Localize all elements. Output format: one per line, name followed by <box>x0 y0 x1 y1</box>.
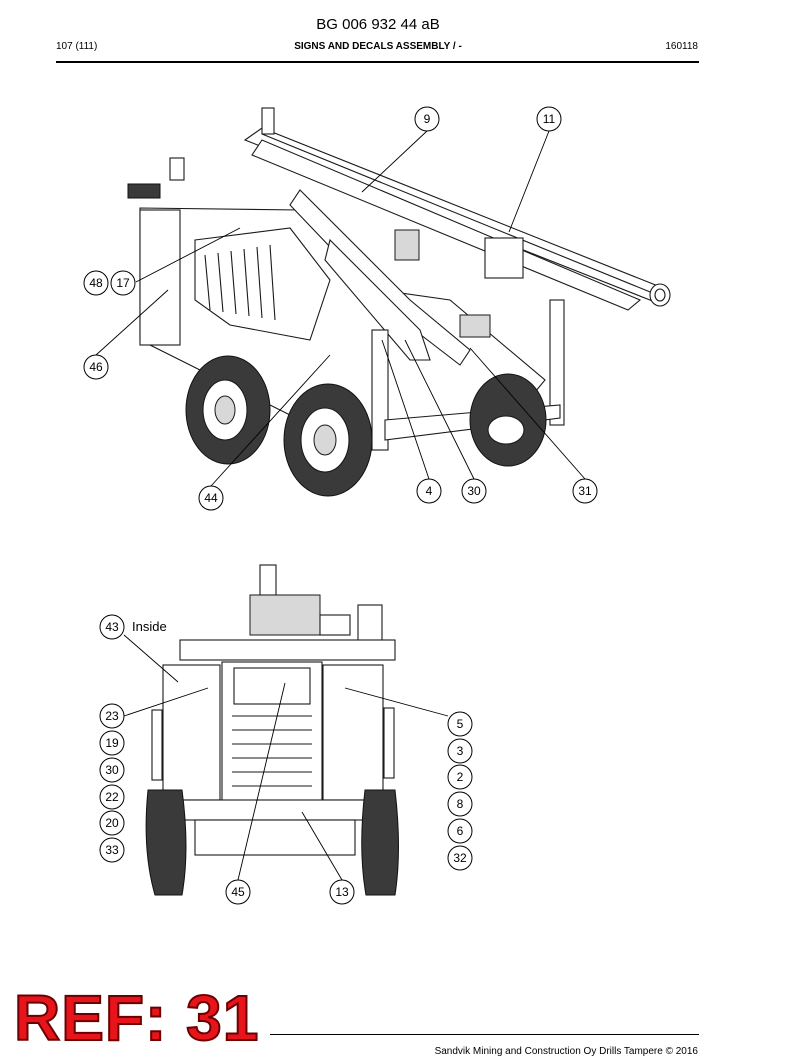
top-leaders <box>95 130 586 487</box>
bottom-callouts: 43 23 19 30 22 20 33 45 13 5 3 2 8 6 32 <box>99 614 473 905</box>
rear-right-wheel <box>361 789 399 896</box>
callout-8: 8 <box>447 791 473 817</box>
front-left-wheel <box>185 355 271 465</box>
callout-3: 3 <box>447 738 473 764</box>
callout-4: 4 <box>416 478 442 504</box>
footer-rule <box>270 1034 699 1035</box>
callout-45: 45 <box>225 879 251 905</box>
svg-text:46: 46 <box>89 360 103 374</box>
page-number: 107 (111) <box>56 41 98 52</box>
svg-text:9: 9 <box>424 112 431 126</box>
svg-text:4: 4 <box>426 484 433 498</box>
callout-23: 23 <box>99 703 125 729</box>
drill-rig-rear-drawing: 43 23 19 30 22 20 33 45 13 5 3 2 8 6 32 … <box>99 564 473 905</box>
top-callouts: 9 11 48 17 46 44 4 30 31 <box>83 106 598 511</box>
svg-text:2: 2 <box>457 770 464 784</box>
callout-20: 20 <box>99 810 125 836</box>
svg-text:17: 17 <box>116 276 130 290</box>
svg-text:22: 22 <box>105 790 119 804</box>
svg-text:23: 23 <box>105 709 119 723</box>
callout-5: 5 <box>447 711 473 737</box>
rear-left-wheel <box>145 789 187 896</box>
svg-text:19: 19 <box>105 736 119 750</box>
svg-text:43: 43 <box>105 620 119 634</box>
svg-text:44: 44 <box>204 491 218 505</box>
svg-text:32: 32 <box>453 851 467 865</box>
callout-19: 19 <box>99 730 125 756</box>
svg-text:3: 3 <box>457 744 464 758</box>
callout-48: 48 <box>83 270 109 296</box>
svg-text:31: 31 <box>578 484 592 498</box>
ref-stamp: REF: 31 <box>13 982 260 1054</box>
callout-9: 9 <box>414 106 440 132</box>
callout-22: 22 <box>99 784 125 810</box>
svg-text:5: 5 <box>457 717 464 731</box>
right-tank <box>322 664 384 801</box>
callout-30b: 30 <box>99 757 125 783</box>
svg-text:45: 45 <box>231 885 245 899</box>
svg-text:8: 8 <box>457 797 464 811</box>
callout-33: 33 <box>99 837 125 863</box>
callout-6: 6 <box>447 818 473 844</box>
inside-label: Inside <box>132 619 167 634</box>
svg-text:6: 6 <box>457 824 464 838</box>
callout-11: 11 <box>536 106 562 132</box>
callout-30: 30 <box>461 478 487 504</box>
callout-17: 17 <box>110 270 136 296</box>
bottom-leaders <box>123 634 449 881</box>
svg-text:30: 30 <box>467 484 481 498</box>
left-tank <box>162 664 221 801</box>
footer-copyright: Sandvik Mining and Construction Oy Drill… <box>434 1046 698 1057</box>
callout-46: 46 <box>83 354 109 380</box>
front-right-wheel <box>283 383 373 497</box>
svg-text:20: 20 <box>105 816 119 830</box>
callout-32: 32 <box>447 845 473 871</box>
svg-text:30: 30 <box>105 763 119 777</box>
callout-43: 43 <box>99 614 125 640</box>
drill-rig-side-drawing: 9 11 48 17 46 44 4 30 31 <box>83 106 671 511</box>
callout-13: 13 <box>329 879 355 905</box>
document-number: BG 006 932 44 aB <box>316 16 440 33</box>
header-rule <box>56 61 699 63</box>
callout-2: 2 <box>447 764 473 790</box>
document-code: 160118 <box>665 41 698 52</box>
callout-31: 31 <box>572 478 598 504</box>
section-title: SIGNS AND DECALS ASSEMBLY / - <box>294 41 462 52</box>
rear-wheel <box>469 373 547 467</box>
svg-text:11: 11 <box>543 112 556 126</box>
callout-44: 44 <box>198 485 224 511</box>
svg-text:48: 48 <box>89 276 103 290</box>
svg-text:33: 33 <box>105 843 119 857</box>
svg-text:13: 13 <box>335 885 349 899</box>
